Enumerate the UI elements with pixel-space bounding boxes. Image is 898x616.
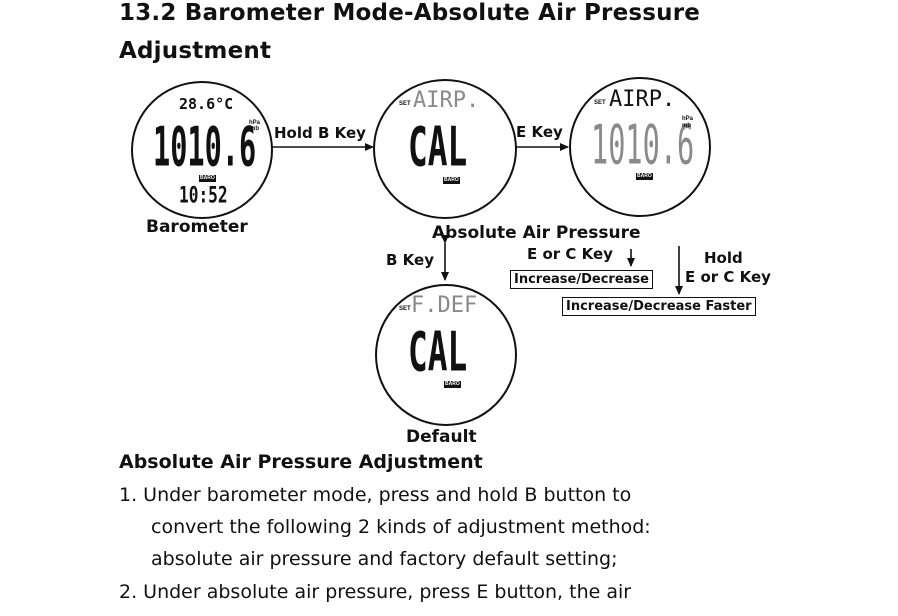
unit-mb: mb (682, 123, 691, 129)
fdef-mode: F.DEF (411, 293, 478, 318)
hold-e-or-c-key-label: E or C Key (685, 268, 771, 286)
increase-decrease-box: Increase/Decrease (510, 270, 653, 289)
barometer-caption: Barometer (146, 217, 248, 237)
watch-airp-pressure: SET AIRP. 1010.6 hPa mb BARO (569, 77, 711, 217)
list-item-1-line1: 1. Under barometer mode, press and hold … (119, 484, 632, 506)
set-indicator: SET (594, 100, 606, 106)
increase-decrease-faster-box: Increase/Decrease Faster (562, 297, 756, 316)
cal-readout: CAL (408, 115, 468, 179)
list-item-1-line3: absolute air pressure and factory defaul… (151, 548, 618, 570)
airp-mode: AIRP. (609, 87, 676, 112)
b-key-label: B Key (386, 251, 434, 269)
e-key-label: E Key (516, 123, 563, 141)
hold-b-key-label: Hold B Key (274, 124, 366, 142)
watch-default: SET F.DEF CAL BARO (375, 284, 517, 426)
baro-badge: BARO (443, 177, 460, 184)
set-indicator: SET (399, 306, 411, 312)
unit-mb: mb (250, 126, 259, 132)
watch-barometer: 28.6°C 1010.6 hPa mb BARO 10:52 (131, 81, 273, 219)
baro-badge: BARO (444, 381, 461, 388)
list-item-1-line2: convert the following 2 kinds of adjustm… (151, 516, 651, 538)
airp-mode: AIRP. (413, 88, 480, 113)
default-caption: Default (406, 427, 477, 447)
baro-badge: BARO (636, 173, 653, 180)
time-readout: 10:52 (179, 183, 228, 209)
absolute-air-pressure-label: Absolute Air Pressure (432, 223, 641, 243)
temperature-readout: 28.6°C (179, 95, 234, 113)
body-heading: Absolute Air Pressure Adjustment (119, 451, 483, 473)
list-item-2-line1: 2. Under absolute air pressure, press E … (119, 581, 632, 603)
section-title-line1: 13.2 Barometer Mode-Absolute Air Pressur… (119, 0, 701, 26)
set-indicator: SET (399, 101, 411, 107)
e-or-c-key-label: E or C Key (527, 245, 613, 263)
section-title-line2: Adjustment (119, 38, 272, 64)
cal-readout: CAL (408, 320, 468, 384)
pressure-readout: 1010.6 (153, 115, 257, 179)
hold-label: Hold (704, 249, 743, 267)
unit-hpa: hPa (682, 116, 694, 122)
unit-hpa: hPa (249, 120, 261, 126)
baro-badge: BARO (199, 175, 216, 182)
watch-cal-airp: SET AIRP. CAL BARO (373, 79, 517, 219)
pressure-readout: 1010.6 (591, 113, 695, 177)
